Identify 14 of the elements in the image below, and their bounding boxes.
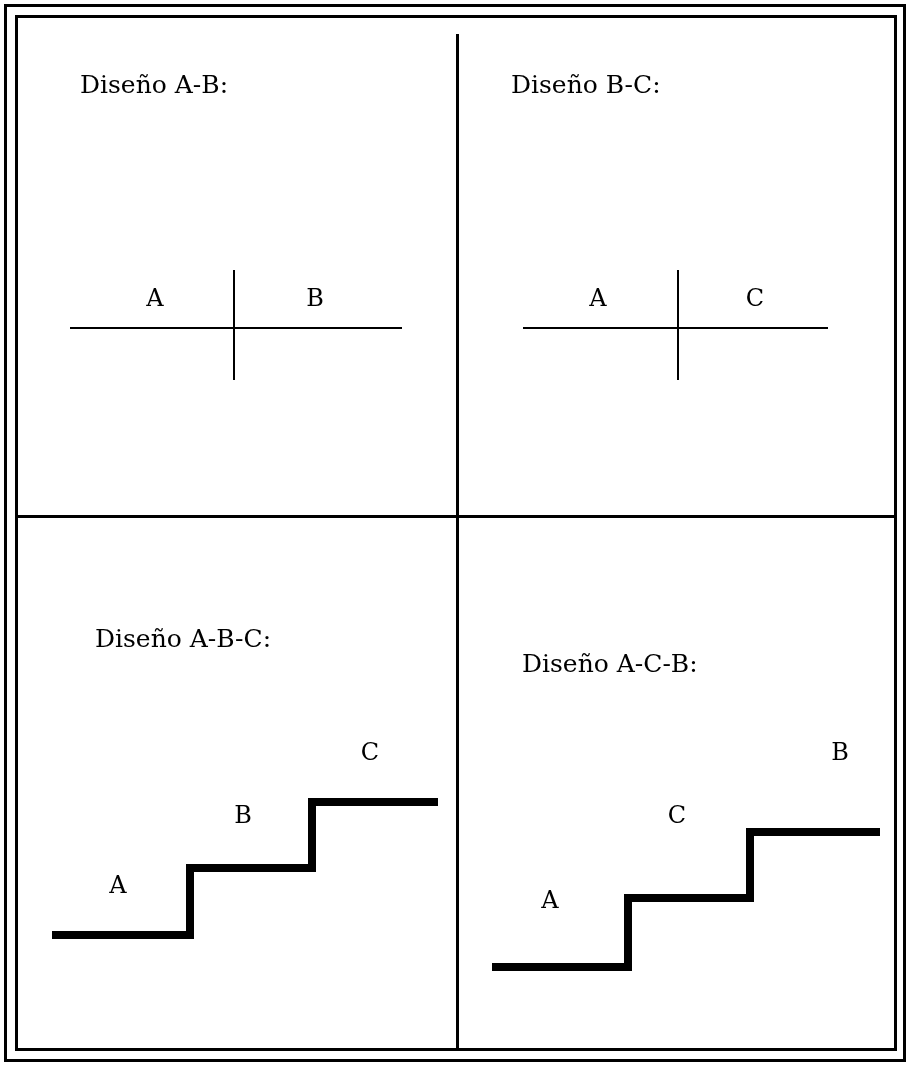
factor-label: B xyxy=(831,738,849,766)
factor-label: B xyxy=(306,284,324,312)
factor-label: A xyxy=(541,886,559,914)
factor-label: C xyxy=(360,738,380,766)
panel-heading: Diseño B-C: xyxy=(511,70,661,100)
panel-heading: Diseño A-C-B: xyxy=(522,649,698,679)
panel-heading: Diseño A-B-C: xyxy=(95,624,272,654)
factor-label: A xyxy=(109,871,127,899)
factor-label: B xyxy=(234,801,252,829)
factor-label: C xyxy=(667,801,687,829)
factor-label: A xyxy=(146,284,164,312)
factor-label: A xyxy=(589,284,607,312)
panel-heading: Diseño A-B: xyxy=(80,70,229,100)
factor-label: C xyxy=(745,284,765,312)
